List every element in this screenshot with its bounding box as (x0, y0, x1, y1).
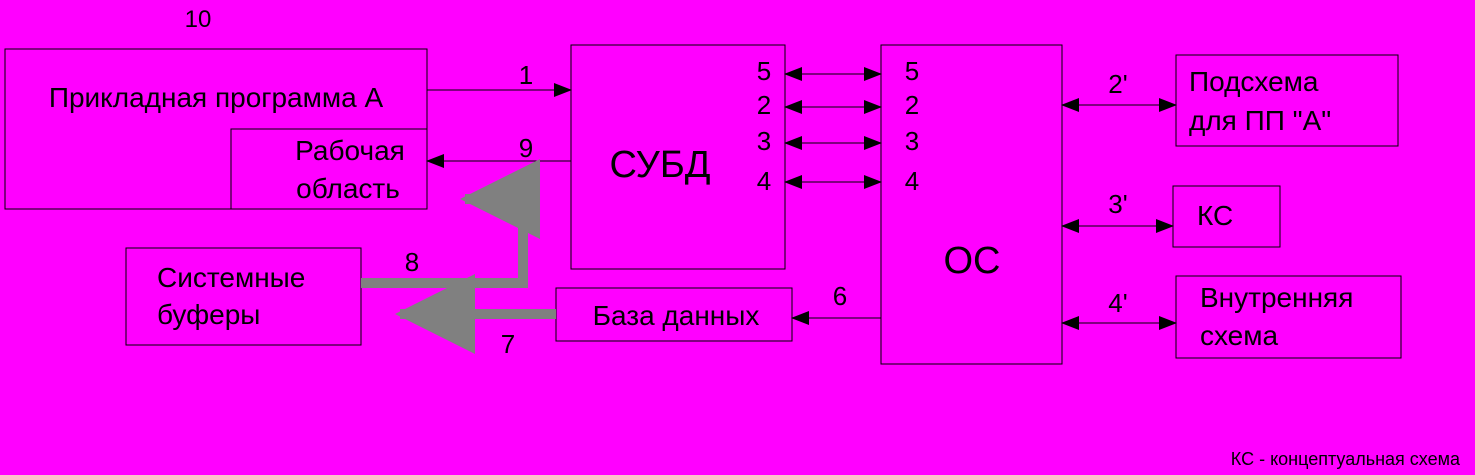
os-port-3: 3 (905, 126, 919, 156)
arrow-6-label: 6 (833, 281, 847, 311)
dbms-port-5: 5 (757, 56, 771, 86)
dbms-port-2: 2 (757, 90, 771, 120)
work-area-label-1: Рабочая (295, 135, 405, 166)
system-buffers-box (125, 247, 362, 346)
arrow-7-label: 7 (501, 329, 515, 359)
system-buffers-label-1: Системные (157, 262, 305, 293)
arrow-9-label: 9 (519, 133, 533, 163)
os-port-2: 2 (905, 90, 919, 120)
work-area-label-2: область (296, 173, 400, 204)
os-port-5: 5 (905, 56, 919, 86)
arrow-2p-label: 2' (1108, 69, 1127, 99)
dbms-box (570, 44, 786, 270)
os-label: ОС (944, 240, 1001, 282)
arrow-1-label: 1 (519, 60, 533, 90)
dbms-label: СУБД (610, 144, 711, 186)
ks-box (1172, 185, 1281, 248)
os-port-4: 4 (905, 166, 919, 196)
arrow-3p-label: 3' (1108, 189, 1127, 219)
arrow-8-label: 8 (405, 247, 419, 277)
dbms-port-4: 4 (757, 166, 771, 196)
database-label: База данных (593, 300, 760, 331)
subschema-label-1: Подсхема (1189, 66, 1319, 97)
arrow-8-buffer-path (361, 159, 540, 288)
work-area-box (230, 128, 428, 210)
internal-schema-label-1: Внутренняя (1200, 282, 1353, 313)
ks-label: КС (1197, 200, 1233, 231)
system-buffers-label-2: буферы (157, 299, 260, 330)
subschema-label-2: для ПП "А" (1189, 105, 1331, 136)
arrow-4p-label: 4' (1108, 288, 1127, 318)
app-program-label: Прикладная программа А (49, 82, 384, 113)
dbms-port-3: 3 (757, 126, 771, 156)
os-box (880, 44, 1063, 365)
label-10: 10 (185, 6, 212, 33)
footnote: КС - концептуальная схема (1231, 449, 1461, 469)
internal-schema-label-2: схема (1200, 320, 1279, 351)
